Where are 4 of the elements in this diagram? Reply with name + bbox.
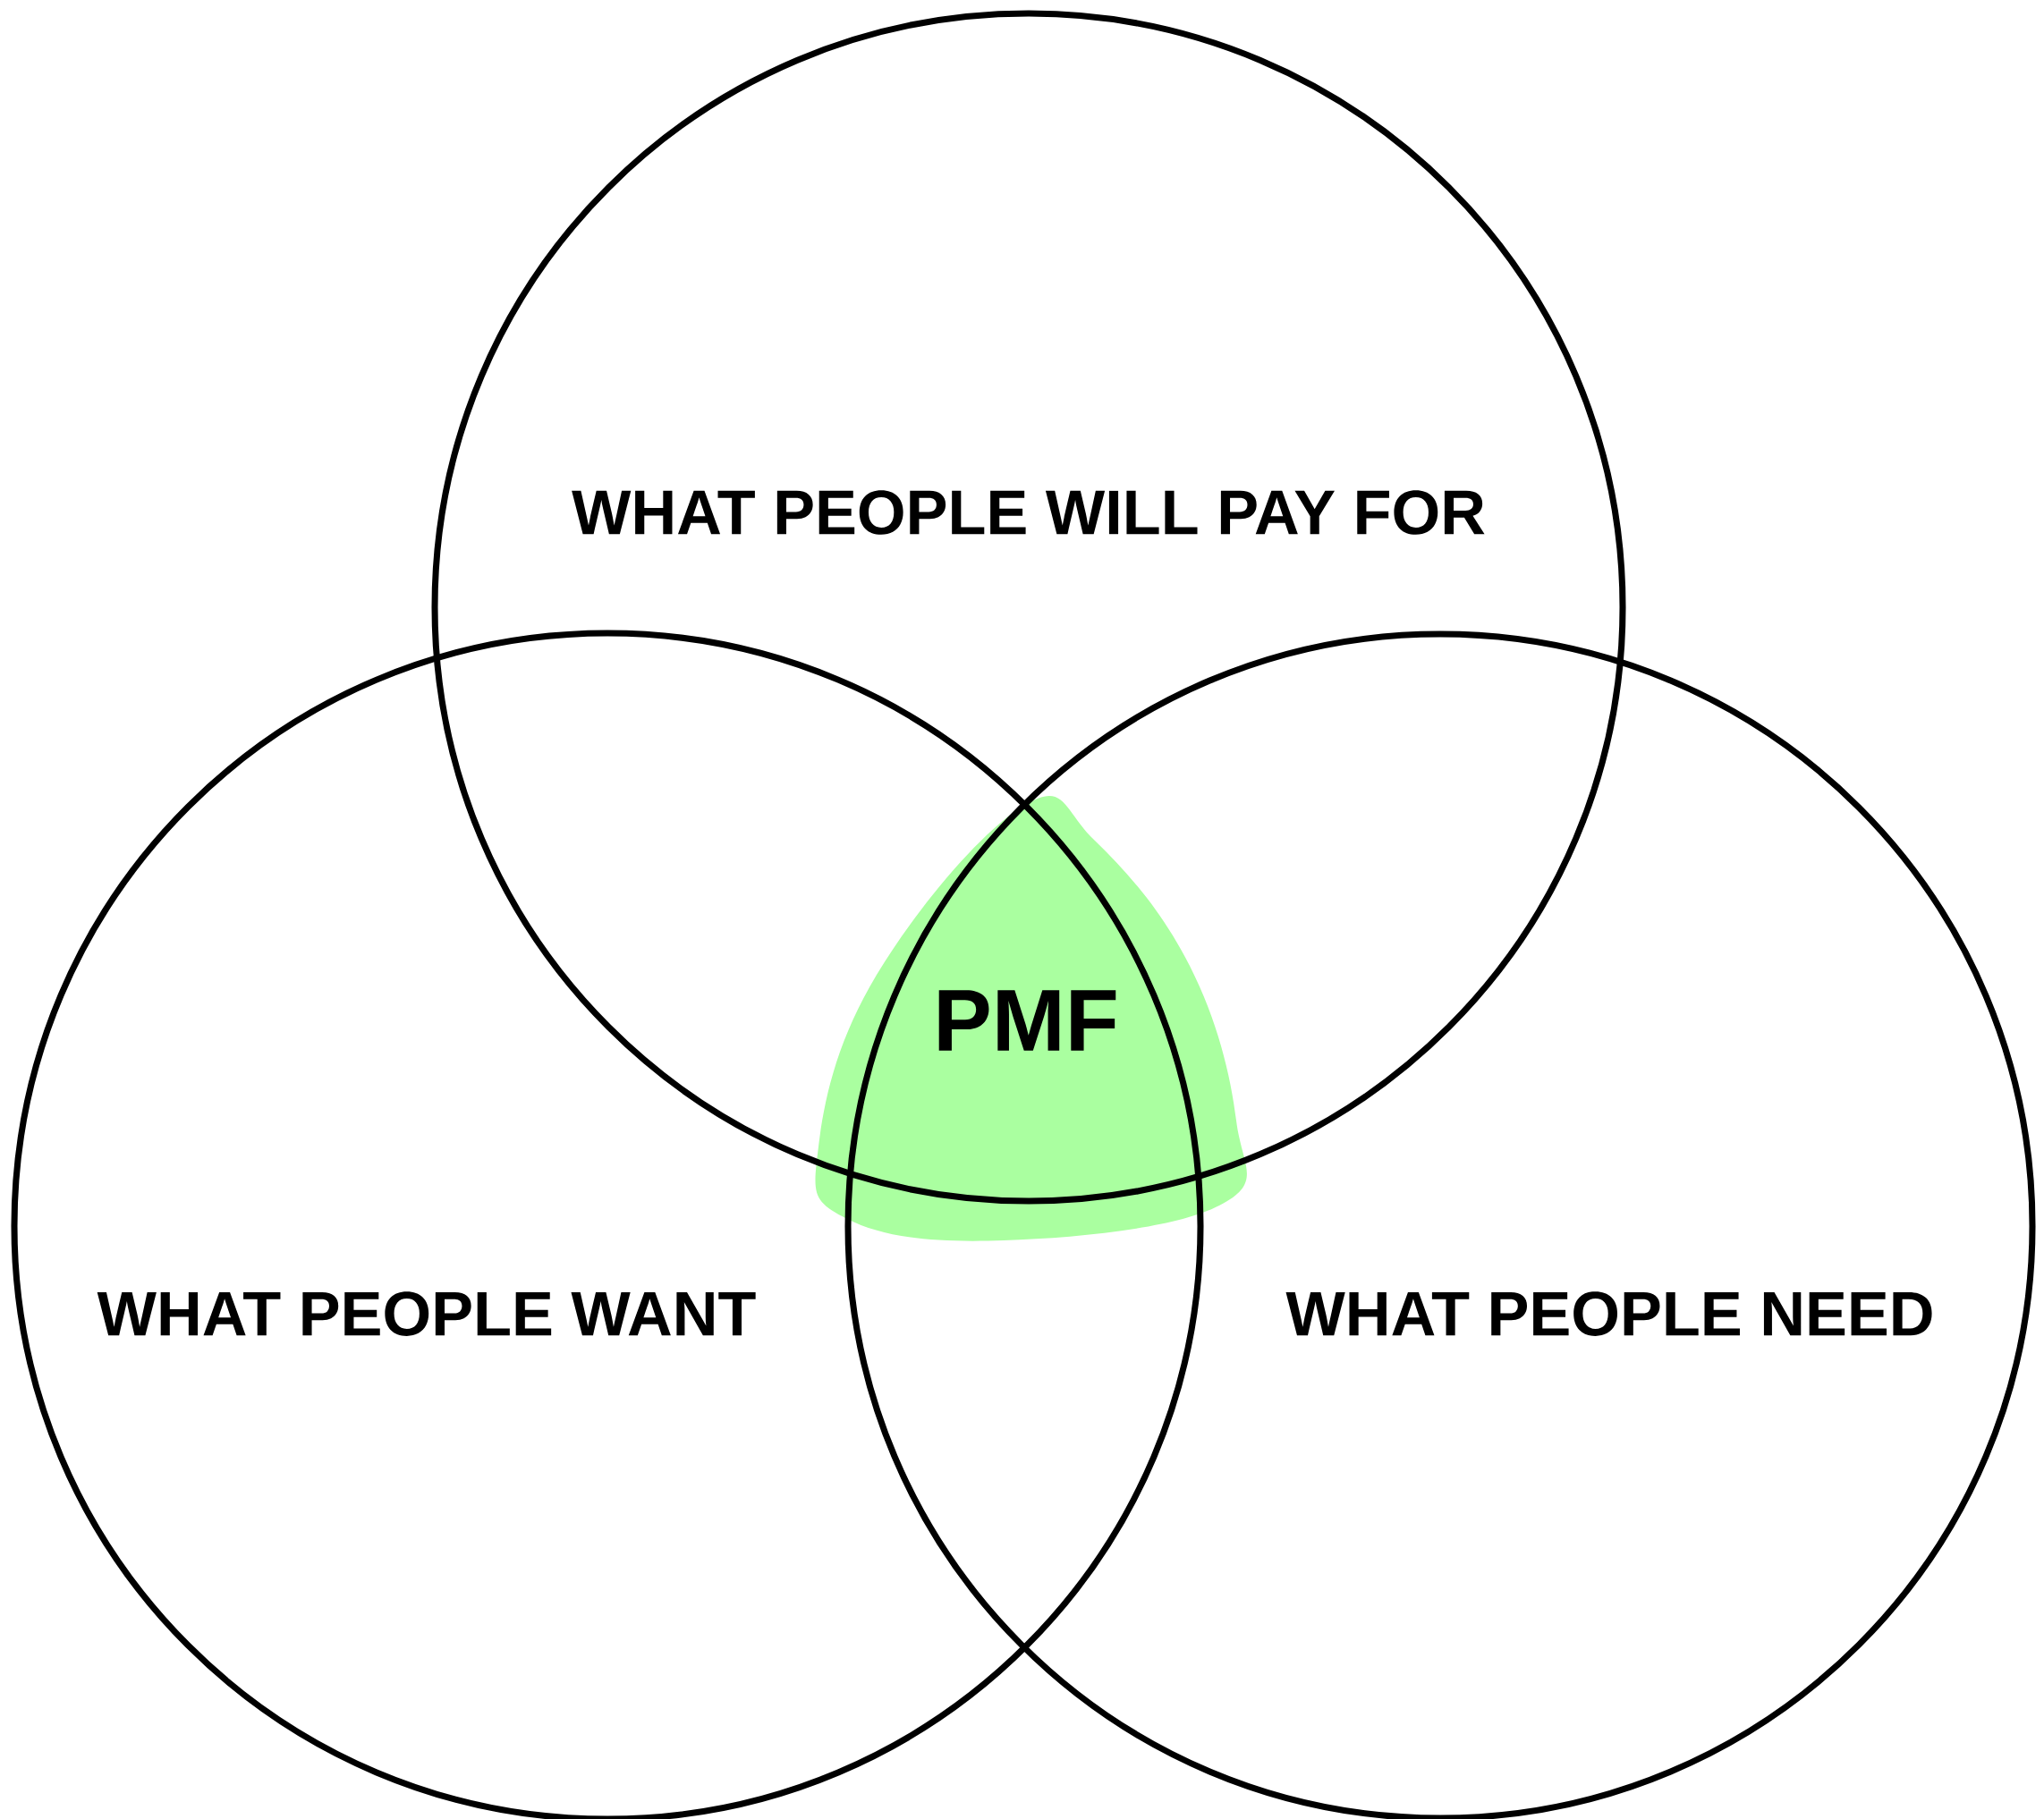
blob-label: PMF [938, 990, 1116, 1051]
circle-label: WHAT PEOPLE WILL PAY FOR [572, 490, 1485, 535]
circle-label: WHAT PEOPLE WANT [97, 1291, 756, 1336]
circle-label: WHAT PEOPLE NEED [1285, 1291, 1932, 1336]
